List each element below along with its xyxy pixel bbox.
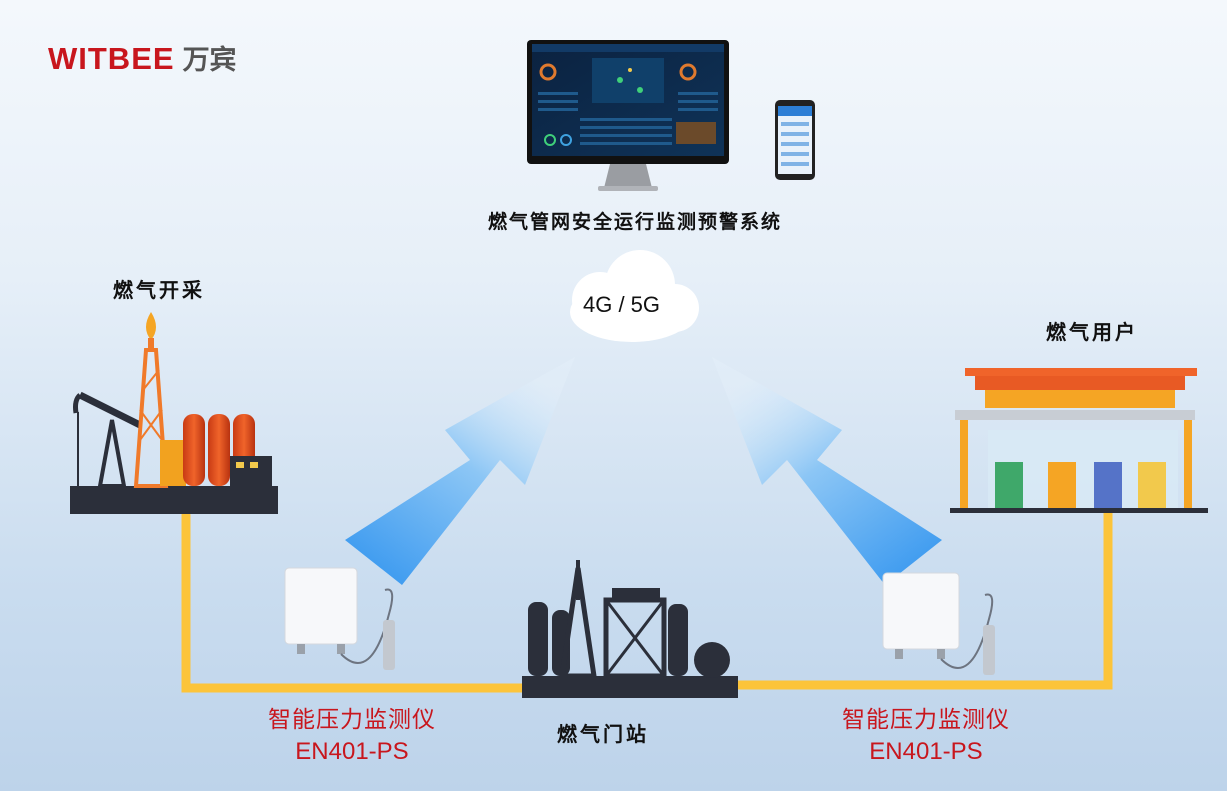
device-name-right: 智能压力监测仪 xyxy=(842,707,1010,733)
users-label: 燃气用户 xyxy=(1046,320,1138,344)
system-title: 燃气管网安全运行监测预警系统 xyxy=(488,211,783,233)
monitor-icon xyxy=(527,40,729,191)
device-name-left: 智能压力监测仪 xyxy=(268,707,436,733)
brand-name: WITBEE xyxy=(48,41,175,76)
cloud-icon xyxy=(570,250,699,342)
upload-arrow-right xyxy=(712,357,942,585)
upload-arrow-left xyxy=(345,357,575,585)
network-label: 4G / 5G xyxy=(583,292,661,317)
device-model-right: EN401-PS xyxy=(869,738,983,765)
device-caption-right: 智能压力监测仪 EN401-PS xyxy=(826,704,1026,768)
gas-station-icon xyxy=(950,368,1208,513)
device-caption-left: 智能压力监测仪 EN401-PS xyxy=(252,704,452,768)
gate-station-label: 燃气门站 xyxy=(557,722,649,746)
brand-cn-name: 万宾 xyxy=(182,45,237,75)
smartphone-icon xyxy=(775,100,815,180)
gas-production-icon xyxy=(70,312,278,514)
pressure-monitor-left-icon xyxy=(284,567,395,670)
pressure-monitor-right-icon xyxy=(882,572,995,675)
production-label: 燃气开采 xyxy=(113,278,205,302)
gas-pipeline xyxy=(181,507,1113,693)
gate-station-icon xyxy=(522,560,738,698)
device-model-left: EN401-PS xyxy=(295,738,409,765)
